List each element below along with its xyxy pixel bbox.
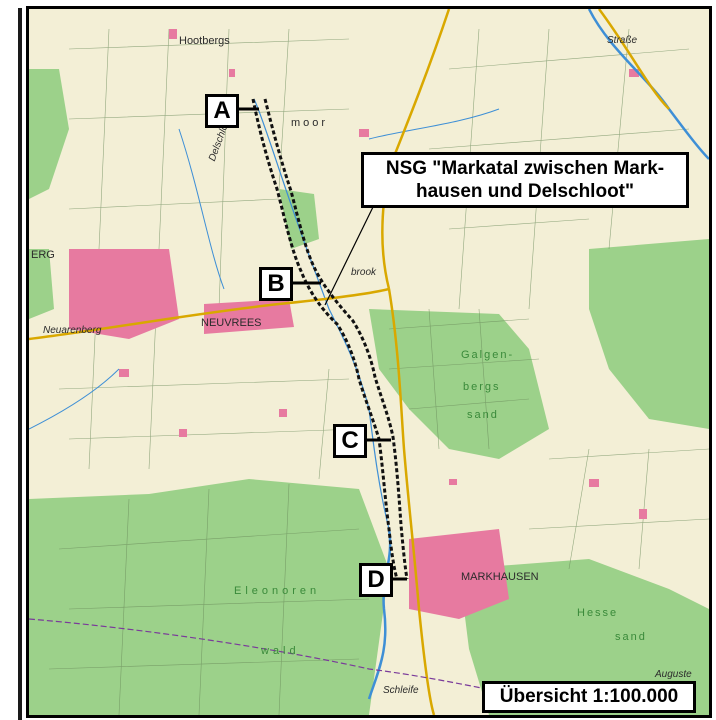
marker-c[interactable]: C <box>333 424 367 458</box>
forest-south-east <box>459 559 709 715</box>
forest-north-west <box>29 69 69 199</box>
settlement-markhausen <box>409 529 509 619</box>
place-neuvrees: NEUVREES <box>201 317 262 329</box>
place-hootbergs: Hootbergs <box>179 35 230 47</box>
delschloot-ditch <box>178 128 225 290</box>
place-schleife: Schleife <box>383 685 419 696</box>
topographic-map[interactable] <box>29 9 709 715</box>
road-k149 <box>29 287 390 341</box>
place-neuarenberg: Neuarenberg <box>43 325 102 336</box>
forest-east <box>589 239 709 429</box>
place-galgen: Galgen- <box>461 349 515 361</box>
place-bergs: bergs <box>463 381 501 393</box>
forest-eleonorenwald <box>29 479 389 715</box>
nsg-leader-line <box>324 204 375 306</box>
nsg-annotation-line1: NSG "Markatal zwischen Mark- <box>385 158 665 179</box>
forest-areas <box>29 69 709 715</box>
scale-label: Übersicht 1:100.000 <box>482 681 696 713</box>
settlement-neuvrees <box>204 299 294 334</box>
place-sand: sand <box>467 409 499 421</box>
marker-pointers <box>237 107 407 581</box>
nsg-boundary <box>251 98 409 580</box>
roads <box>29 9 670 715</box>
marker-b[interactable]: B <box>259 267 293 301</box>
forest-edge-west <box>29 249 54 319</box>
place-eleonoren: Eleonoren <box>234 585 321 597</box>
nsg-annotation: NSG "Markatal zwischen Mark- hausen und … <box>361 152 689 208</box>
marker-d[interactable]: D <box>359 563 393 597</box>
place-markhausen: MARKHAUSEN <box>461 571 539 583</box>
delschloot-stream-west <box>29 368 120 430</box>
map-frame[interactable]: Hootbergs moor ERG NEUVREES Neuarenberg … <box>26 6 712 718</box>
nsg-annotation-line2: hausen und Delschloot" <box>415 181 635 202</box>
marka-river <box>367 528 392 700</box>
place-hesse: Hesse <box>577 607 619 619</box>
place-brook: brook <box>351 267 377 278</box>
place-auguste: Auguste <box>655 669 692 680</box>
road-l831 <box>387 288 436 715</box>
settlement-neuarenberg <box>69 249 179 339</box>
adjacent-panel-edge <box>0 0 24 720</box>
road-strasse <box>597 9 670 110</box>
place-sand-south: sand <box>615 631 647 643</box>
forest-galgenbergs <box>369 309 549 459</box>
marka-stream <box>253 98 390 530</box>
place-neuarenberg-label: ERG <box>31 249 55 261</box>
settlements <box>69 29 647 619</box>
place-wald: wald <box>261 645 300 657</box>
markhauser-moorgraben <box>368 108 500 140</box>
marker-a[interactable]: A <box>205 94 239 128</box>
place-strasse: Straße <box>607 35 638 46</box>
place-moor: moor <box>291 117 329 129</box>
